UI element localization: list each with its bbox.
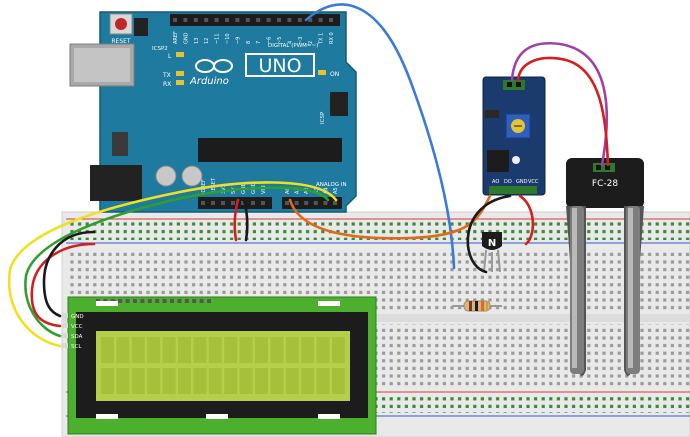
- digital-pin-label: 2: [308, 41, 314, 44]
- module-pin-label: DO: [504, 179, 512, 185]
- icsp2-label: ICSP2: [152, 46, 168, 52]
- digital-pin-label: 4: [287, 41, 293, 44]
- wire-red-probe: [516, 56, 610, 167]
- digital-pin-label: ~5: [277, 37, 283, 44]
- comparator-chip: [487, 150, 509, 172]
- npn-transistor: N: [482, 232, 502, 273]
- lcd-pin-label: SDA: [71, 334, 83, 340]
- analog-pin-label: A0: [285, 187, 291, 194]
- wire-black-lcd: [42, 230, 96, 318]
- icsp-header: [330, 92, 348, 116]
- wire-green: [24, 186, 330, 338]
- digital-pin-label: 12: [204, 38, 210, 44]
- reset-label: RESET: [111, 38, 131, 45]
- lcd-pin-label: GND: [71, 314, 84, 320]
- analog-label: ANALOG IN: [316, 182, 347, 188]
- wire-blue: [304, 3, 456, 270]
- lcd-display: GND VCC SDA SCL: [62, 296, 377, 435]
- probe-label: FC-28: [592, 179, 618, 189]
- analog-pin-label: A3: [314, 187, 320, 194]
- wire-purple: [510, 41, 609, 167]
- digital-pin-label: RX 0: [329, 32, 335, 44]
- digital-pin-label: GND: [183, 32, 189, 44]
- module-pin-label: AO: [492, 179, 499, 185]
- on-led-label: ON: [330, 71, 339, 78]
- icsp-label: ICSP: [320, 111, 326, 124]
- module-pin-label: GND: [516, 179, 528, 185]
- lcd-pin-label: VCC: [71, 324, 83, 330]
- l-led-label: L: [168, 53, 172, 60]
- wire-red-5v: [233, 198, 240, 242]
- transistor-label: N: [488, 238, 496, 249]
- digital-pin-label: ~6: [267, 37, 273, 44]
- digital-pin-label: ~11: [215, 33, 221, 44]
- digital-pin-label: 8: [246, 41, 252, 44]
- digital-header: [170, 14, 340, 26]
- arduino-logo: [195, 59, 233, 73]
- digital-label: DIGITAL (PWM=~): [268, 43, 318, 49]
- tx-led-label: TX: [162, 72, 171, 79]
- module-input-header: [503, 80, 525, 90]
- module-output-header: [489, 186, 537, 194]
- power-pin-label: 3V3: [221, 184, 227, 194]
- wire-orange: [288, 194, 492, 240]
- microcontroller-chip: [198, 138, 342, 162]
- digital-pin-label: ~9: [235, 37, 241, 44]
- wire-red-module: [518, 194, 535, 246]
- rx-led-label: RX: [163, 81, 171, 88]
- power-pin-label: VIN: [261, 185, 267, 194]
- module-pin-label: VCC: [528, 179, 539, 185]
- analog-pin-label: A1: [295, 187, 301, 194]
- wire-black-module: [466, 194, 512, 274]
- digital-pin-label: 13: [194, 38, 200, 44]
- analog-pin-label: A5: [333, 187, 339, 194]
- digital-pin-label: AREF: [173, 31, 179, 44]
- wires: [7, 3, 610, 348]
- dc-power-jack: [90, 165, 142, 201]
- digital-pin-label: ~10: [225, 33, 231, 44]
- fc28-probe: FC-28: [566, 158, 644, 376]
- wire-red-lcd: [30, 242, 96, 328]
- digital-pin-label: 7: [256, 41, 262, 44]
- digital-pin-label: ~3: [298, 37, 304, 44]
- lcd-pin-label: SCL: [71, 344, 82, 350]
- resistor: [452, 300, 502, 312]
- wire-black-gnd: [242, 198, 249, 242]
- brand-label: Arduino: [189, 76, 229, 87]
- wire-yellow: [7, 181, 338, 348]
- digital-pin-label: TX 1: [319, 33, 325, 45]
- model-label: UNO: [258, 55, 301, 77]
